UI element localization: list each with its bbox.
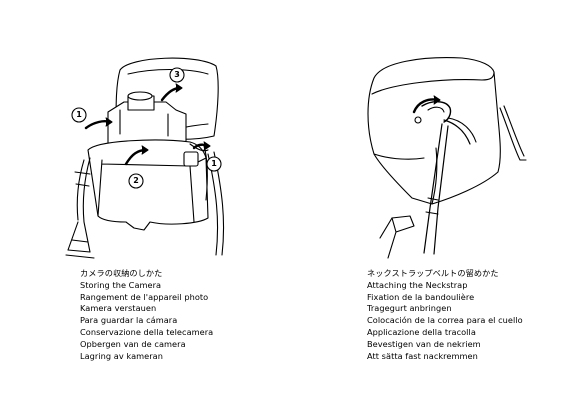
caption-line-fr: Rangement de l'appareil photo: [80, 291, 209, 302]
caption-line-es: Colocación de la correa para el cuello: [367, 315, 523, 326]
caption-attaching-neckstrap: ネックストラップベルトの留めかた Attaching the Neckstrap…: [367, 268, 523, 362]
step-label-1b: 1: [211, 159, 217, 168]
attaching-neckstrap-illustration: [367, 57, 527, 259]
step-label-1a: 1: [76, 110, 82, 119]
caption-line-sv: Att sätta fast nackremmen: [367, 350, 478, 361]
step-label-2: 2: [133, 176, 139, 185]
caption-line-sv: Lagring av kameran: [80, 350, 163, 361]
caption-line-nl: Bevestigen van de nekriem: [367, 338, 481, 349]
caption-line-de: Tragegurt anbringen: [367, 303, 452, 314]
caption-line-fr: Fixation de la bandoulière: [367, 291, 475, 302]
caption-line-en: Attaching the Neckstrap: [367, 279, 468, 290]
caption-line-it: Applicazione della tracolla: [367, 326, 476, 337]
caption-storing-camera: カメラの収納のしかた Storing the Camera Rangement …: [80, 268, 213, 362]
caption-line-en: Storing the Camera: [80, 279, 162, 290]
caption-line-ja: カメラの収納のしかた: [80, 268, 163, 278]
step-label-3: 3: [174, 70, 180, 79]
storing-camera-illustration: [65, 57, 225, 259]
caption-line-de: Kamera verstauen: [80, 303, 157, 314]
caption-line-it: Conservazione della telecamera: [80, 326, 214, 337]
caption-line-ja: ネックストラップベルトの留めかた: [367, 268, 499, 278]
caption-line-nl: Opbergen van de camera: [80, 338, 186, 349]
caption-line-es: Para guardar la cámara: [80, 315, 178, 326]
